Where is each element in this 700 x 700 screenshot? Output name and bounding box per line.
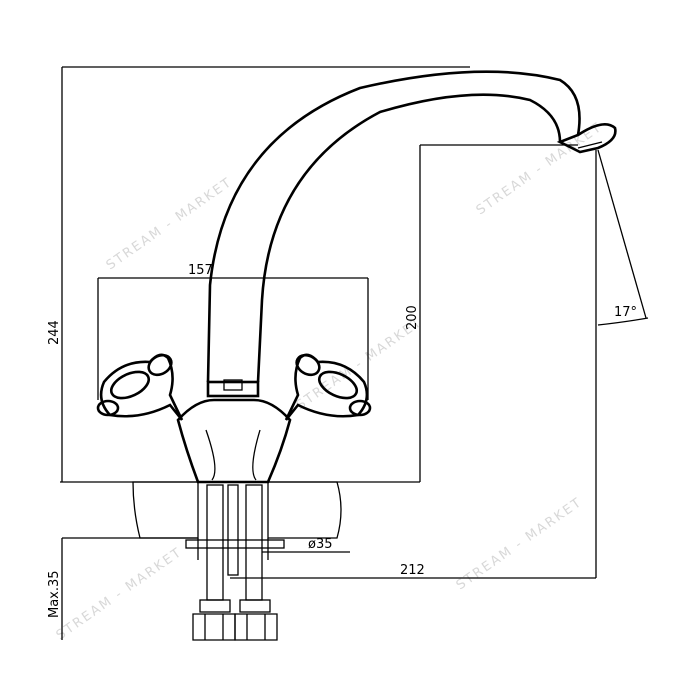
dim-overall-height: 244 (47, 320, 62, 345)
dim-max-thickness: Max.35 (47, 570, 62, 618)
countertop-section (60, 481, 345, 539)
right-hose-nut (239, 599, 271, 613)
right-hose (245, 484, 263, 601)
left-hose (206, 484, 224, 601)
dim-spout-angle: 17° (614, 305, 637, 320)
dim-hole-diameter: ø35 (308, 537, 333, 552)
supply-hoses (185, 484, 285, 641)
watermark-group: STREAM - MARKET STREAM - MARKET STREAM -… (54, 120, 606, 644)
dimension-lines: 244 200 157 212 ø35 Max.35 17° (47, 66, 649, 640)
dim-handle-span: 157 (188, 263, 213, 278)
left-hose-nut (199, 599, 231, 613)
dim-spout-height: 200 (405, 305, 420, 330)
watermark-text: STREAM - MARKET (104, 175, 236, 274)
right-handle (284, 353, 372, 421)
spout-aerator (556, 123, 617, 154)
left-handle (96, 353, 184, 421)
faucet-spout (206, 70, 617, 383)
spout-collar (206, 380, 260, 398)
watermark-text: STREAM - MARKET (54, 545, 186, 644)
watermark-text: STREAM - MARKET (474, 120, 606, 219)
dim-reach: 212 (400, 563, 425, 578)
faucet-body (176, 379, 292, 484)
